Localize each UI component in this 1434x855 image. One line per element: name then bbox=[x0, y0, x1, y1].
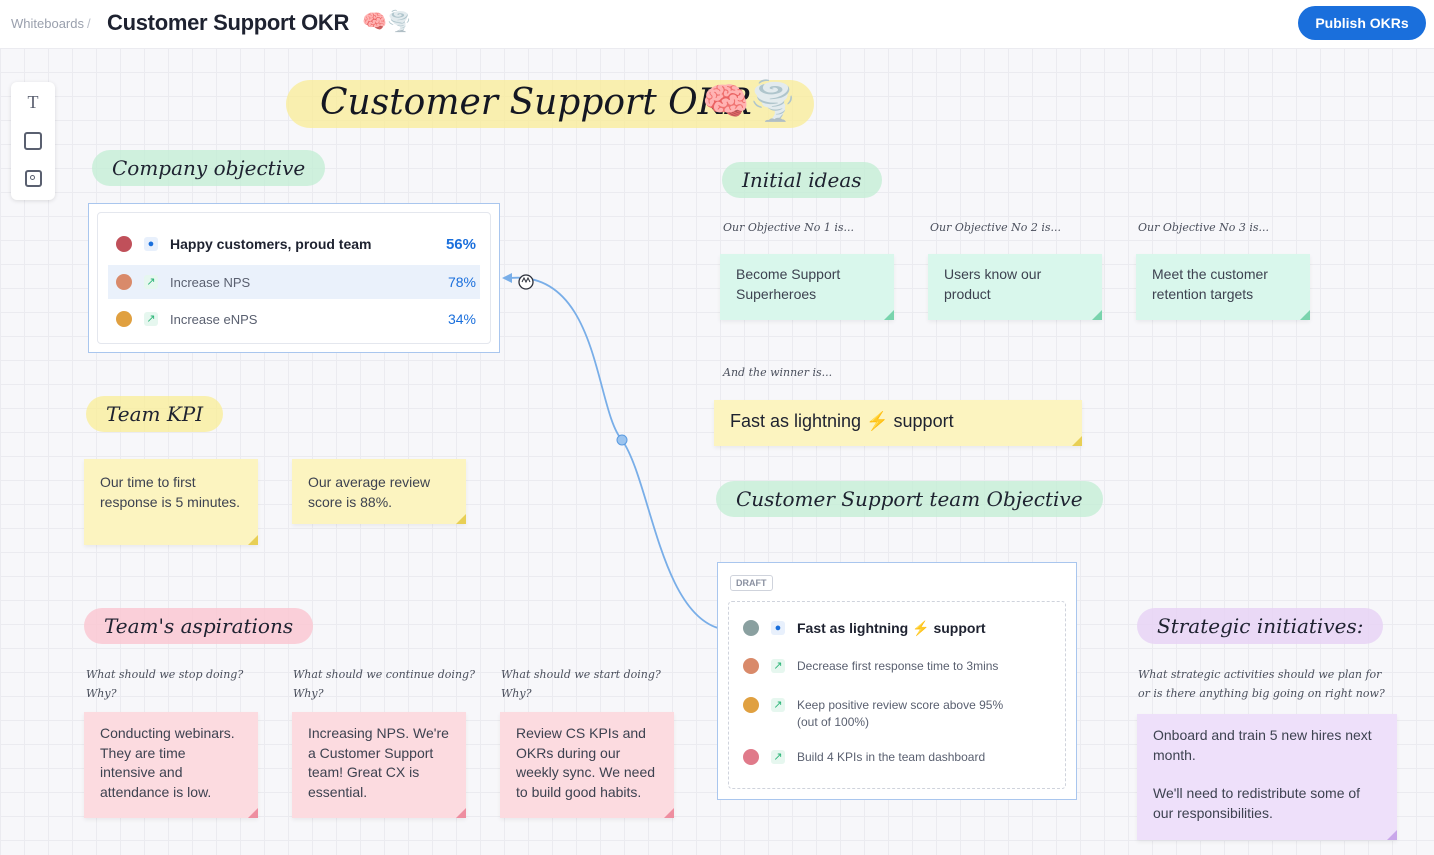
brain-tornado-icon: 🧠🌪️ bbox=[702, 81, 797, 123]
shape-tool-icon[interactable] bbox=[23, 168, 43, 188]
team-objective-heading[interactable]: Customer Support team Objective bbox=[716, 481, 1103, 517]
key-result-progress: 78% bbox=[447, 274, 476, 290]
key-result-label: Increase eNPS bbox=[170, 311, 258, 327]
note-paragraph: We'll need to redistribute some of our r… bbox=[1153, 785, 1361, 821]
canvas-toolbar: T bbox=[11, 82, 55, 200]
key-result-label: Increase NPS bbox=[170, 274, 251, 290]
avatar bbox=[116, 236, 132, 252]
key-result-row[interactable]: ↗ Decrease first response time to 3mins bbox=[743, 658, 1055, 675]
aspiration-sticky-note[interactable]: Review CS KPIs and OKRs during our weekl… bbox=[500, 712, 674, 818]
title-emoji-icons: 🧠🌪️ bbox=[362, 11, 412, 33]
draft-badge: DRAFT bbox=[730, 575, 773, 591]
idea-question: Our Objective No 2 is... bbox=[930, 221, 1062, 234]
avatar bbox=[743, 620, 759, 636]
initial-ideas-heading[interactable]: Initial ideas bbox=[722, 162, 882, 198]
trend-up-icon: ↗ bbox=[144, 312, 158, 326]
key-result-row[interactable]: ↗ Increase NPS 78% bbox=[108, 265, 480, 299]
team-objective-card[interactable]: DRAFT ● Fast as lightning ⚡ support ↗ De… bbox=[717, 562, 1077, 800]
key-result-label: Decrease first response time to 3mins bbox=[797, 659, 999, 673]
aspiration-sticky-note[interactable]: Conducting webinars. They are time inten… bbox=[84, 712, 258, 818]
key-result-row[interactable]: ↗ Keep positive review score above 95% (… bbox=[743, 697, 1055, 731]
board-title[interactable]: Customer Support OKR 🧠🌪️ bbox=[286, 80, 814, 128]
company-okr-card[interactable]: ● Happy customers, proud team 56% ↗ Incr… bbox=[88, 203, 500, 353]
idea-sticky-note[interactable]: Meet the customer retention targets bbox=[1136, 254, 1310, 320]
trend-up-icon: ↗ bbox=[771, 659, 785, 673]
aspiration-sticky-note[interactable]: Increasing NPS. We're a Customer Support… bbox=[292, 712, 466, 818]
objective-progress: 56% bbox=[445, 235, 476, 253]
question-text: or is there anything big going on right … bbox=[1138, 687, 1385, 700]
breadcrumb: Whiteboards/ bbox=[11, 16, 94, 31]
aspiration-question: What should we continue doing? Why? bbox=[293, 665, 475, 703]
key-result-label: Build 4 KPIs in the team dashboard bbox=[797, 750, 986, 764]
page-title[interactable]: Customer Support OKR bbox=[107, 10, 350, 35]
trend-up-icon: ↗ bbox=[144, 275, 158, 289]
text-tool-icon[interactable]: T bbox=[27, 92, 39, 112]
avatar bbox=[743, 658, 759, 674]
key-result-progress: 34% bbox=[447, 311, 476, 327]
draft-okr-list: ● Fast as lightning ⚡ support ↗ Decrease… bbox=[728, 601, 1066, 789]
lightning-icon: ⚡ bbox=[912, 620, 930, 636]
idea-sticky-note[interactable]: Users know our product bbox=[928, 254, 1102, 320]
objective-label: Fast as lightning ⚡ support bbox=[797, 620, 986, 636]
key-result-row[interactable]: ↗ Increase eNPS 34% bbox=[108, 302, 480, 336]
kpi-sticky-note[interactable]: Our average review score is 88%. bbox=[292, 459, 466, 524]
hand-cursor-icon bbox=[518, 274, 534, 290]
avatar bbox=[116, 274, 132, 290]
why-text: Why? bbox=[501, 687, 532, 700]
question-text: What should we start doing? bbox=[501, 668, 661, 681]
publish-okrs-button[interactable]: Publish OKRs bbox=[1298, 6, 1426, 40]
strategic-question: What strategic activities should we plan… bbox=[1138, 665, 1385, 703]
team-aspirations-heading[interactable]: Team's aspirations bbox=[84, 608, 314, 644]
idea-question: Our Objective No 1 is... bbox=[723, 221, 855, 234]
aspiration-question: What should we stop doing? Why? bbox=[86, 665, 243, 703]
top-bar: Whiteboards/ Customer Support OKR 🧠🌪️ Pu… bbox=[0, 0, 1434, 48]
winner-sticky-note[interactable]: Fast as lightning ⚡ support bbox=[714, 400, 1082, 446]
question-text: What strategic activities should we plan… bbox=[1138, 668, 1382, 681]
avatar bbox=[116, 311, 132, 327]
board-title-text: Customer Support OKR bbox=[320, 82, 752, 123]
objective-icon: ● bbox=[771, 621, 785, 635]
avatar bbox=[743, 697, 759, 713]
breadcrumb-separator: / bbox=[86, 16, 91, 31]
team-objective-row[interactable]: ● Fast as lightning ⚡ support bbox=[743, 620, 1055, 637]
objective-icon: ● bbox=[144, 237, 158, 251]
winner-label: And the winner is... bbox=[723, 366, 833, 379]
team-kpi-heading[interactable]: Team KPI bbox=[86, 396, 224, 432]
idea-sticky-note[interactable]: Become Support Superheroes bbox=[720, 254, 894, 320]
objective-label: Happy customers, proud team bbox=[170, 236, 372, 252]
idea-question: Our Objective No 3 is... bbox=[1138, 221, 1270, 234]
key-result-label: Keep positive review score above 95% (ou… bbox=[797, 698, 1004, 729]
avatar bbox=[743, 749, 759, 765]
kpi-sticky-note[interactable]: Our time to first response is 5 minutes. bbox=[84, 459, 258, 545]
question-text: What should we stop doing? bbox=[86, 668, 244, 681]
key-result-row[interactable]: ↗ Build 4 KPIs in the team dashboard bbox=[743, 749, 1055, 766]
company-okr-list: ● Happy customers, proud team 56% ↗ Incr… bbox=[97, 212, 491, 344]
why-text: Why? bbox=[86, 687, 117, 700]
why-text: Why? bbox=[293, 687, 324, 700]
breadcrumb-whiteboards-link[interactable]: Whiteboards bbox=[11, 16, 84, 31]
winner-text: Fast as lightning ⚡ support bbox=[730, 411, 954, 431]
lightning-icon: ⚡ bbox=[866, 411, 889, 431]
company-objective-row[interactable]: ● Happy customers, proud team 56% bbox=[108, 227, 480, 261]
strategic-initiatives-heading[interactable]: Strategic initiatives: bbox=[1137, 608, 1384, 644]
sticky-note-tool-icon[interactable] bbox=[23, 130, 43, 150]
strategic-sticky-note[interactable]: Onboard and train 5 new hires next month… bbox=[1137, 714, 1397, 840]
aspiration-question: What should we start doing? Why? bbox=[501, 665, 661, 703]
note-paragraph: Onboard and train 5 new hires next month… bbox=[1153, 727, 1372, 763]
company-objective-heading[interactable]: Company objective bbox=[92, 150, 326, 186]
question-text: What should we continue doing? bbox=[293, 668, 475, 681]
trend-up-icon: ↗ bbox=[771, 750, 785, 764]
trend-up-icon: ↗ bbox=[771, 698, 785, 712]
